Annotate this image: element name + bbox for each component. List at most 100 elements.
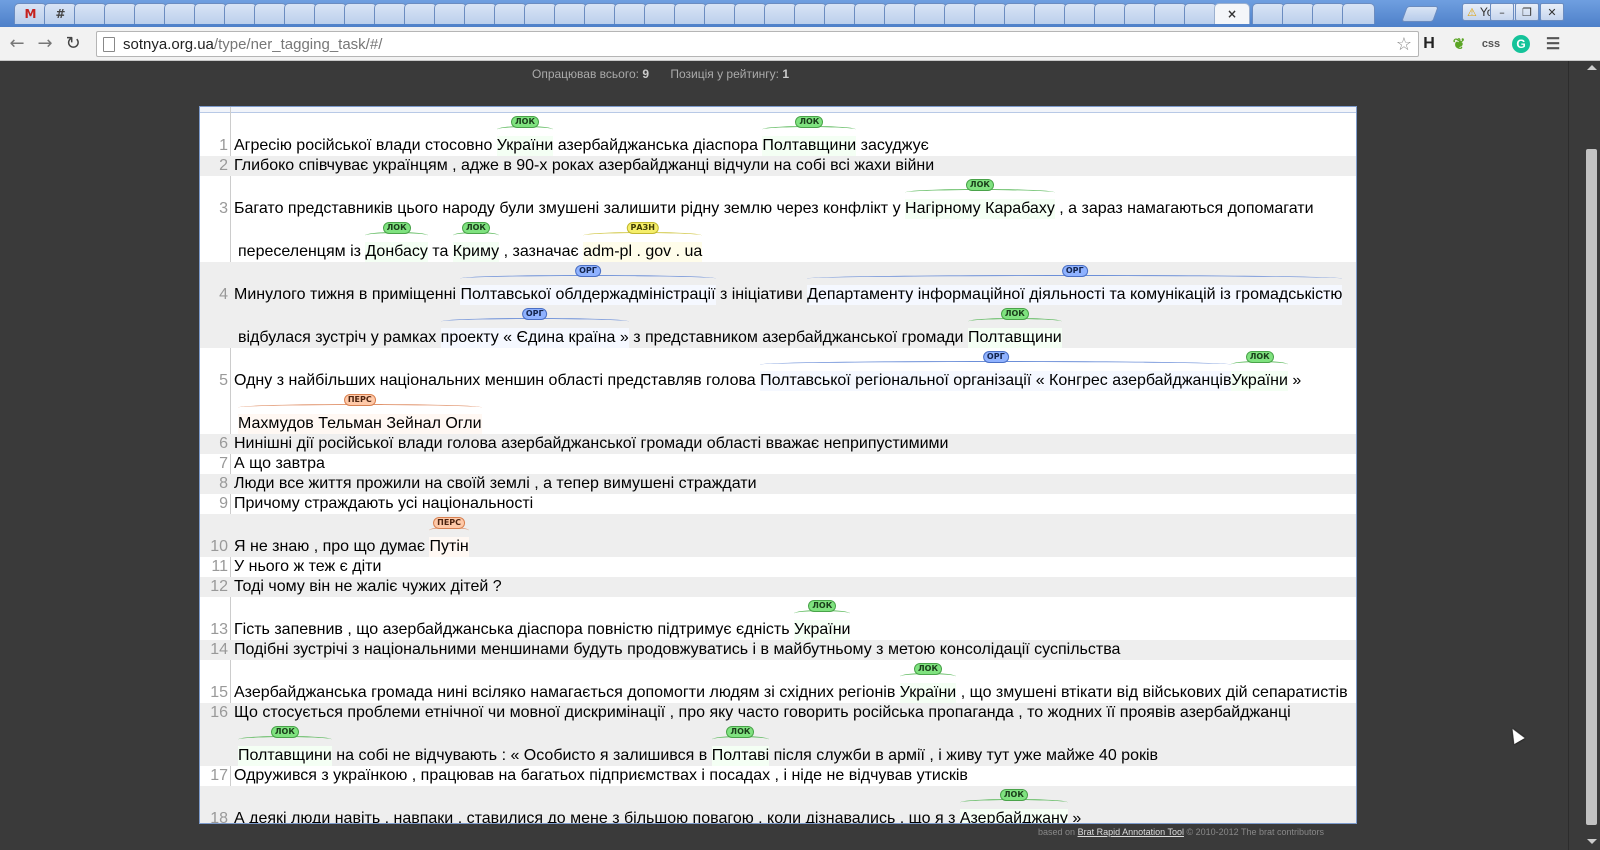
sentence-text[interactable]: Глибоко співчуває українцям , адже в 90-… <box>234 156 934 176</box>
browser-tab[interactable] <box>344 3 377 24</box>
entity-type-label[interactable]: ОРГ <box>982 351 1009 363</box>
sentence-text[interactable]: Одну з найбільших національних меншин об… <box>234 351 1301 391</box>
browser-tab[interactable] <box>704 3 737 24</box>
browser-tab[interactable] <box>1282 3 1315 24</box>
scroll-up-icon[interactable] <box>1587 65 1597 70</box>
entity-span[interactable]: ЛОК Полтавщини <box>967 308 1062 348</box>
close-window-button[interactable]: ✕ <box>1540 3 1564 21</box>
entity-type-label[interactable]: ОРГ <box>575 265 601 277</box>
entity-text[interactable]: проекту « Єдина країна » <box>440 329 629 346</box>
browser-tab[interactable] <box>224 3 257 24</box>
entity-text[interactable]: Нагірному Карабаху <box>905 200 1055 217</box>
entity-text[interactable]: adm-pl . gov . ua <box>583 243 703 260</box>
entity-text[interactable]: Полтаві <box>711 747 770 764</box>
browser-tab[interactable] <box>524 3 557 24</box>
browser-tab[interactable] <box>644 3 677 24</box>
browser-tab[interactable] <box>914 3 947 24</box>
sentence-text[interactable]: Люди все життя прожили на своїй землі , … <box>234 474 757 494</box>
entity-span[interactable]: ЛОК Полтаві <box>711 726 770 766</box>
sentence-text[interactable]: А що завтра <box>234 454 325 474</box>
entity-text[interactable]: України <box>899 684 957 701</box>
close-tab-icon[interactable]: × <box>1226 7 1238 21</box>
browser-tab[interactable] <box>824 3 857 24</box>
browser-tab[interactable] <box>764 3 797 24</box>
entity-type-label[interactable]: ЛОК <box>965 179 994 191</box>
sentence-text[interactable]: Причому страждають усі національності <box>234 494 533 514</box>
entity-text[interactable]: Путін <box>429 538 469 555</box>
sentence-text[interactable]: Подібні зустрічі з національними меншина… <box>234 640 1120 660</box>
browser-tab[interactable] <box>284 3 317 24</box>
bookmark-star-icon[interactable]: ☆ <box>1395 34 1412 54</box>
browser-tab[interactable] <box>434 3 467 24</box>
entity-type-label[interactable]: ЛОК <box>1000 308 1029 320</box>
entity-span[interactable]: ОРГ проекту « Єдина країна » <box>440 308 629 348</box>
entity-text[interactable]: Махмудов Тельман Зейнал Огли <box>238 415 482 432</box>
sentence-text[interactable]: А деякі люди навіть , навпаки , ставилис… <box>234 789 1081 823</box>
entity-type-label[interactable]: ЛОК <box>461 222 490 234</box>
entity-text[interactable]: Полтавщини <box>967 329 1062 346</box>
restore-button[interactable]: ❐ <box>1515 3 1539 21</box>
sentence-text[interactable]: Гість запевнив , що азербайджанська діас… <box>234 600 851 640</box>
scroll-down-icon[interactable] <box>1587 839 1597 844</box>
browser-tab[interactable] <box>1064 3 1097 24</box>
minimize-button[interactable]: – <box>1490 3 1514 21</box>
new-tab-button[interactable] <box>1401 6 1439 22</box>
browser-tab[interactable] <box>554 3 587 24</box>
entity-type-label[interactable]: ЛОК <box>270 726 299 738</box>
browser-tab[interactable] <box>254 3 287 24</box>
browser-tab[interactable] <box>1184 3 1217 24</box>
entity-type-label[interactable]: ОРГ <box>521 308 548 320</box>
entity-text[interactable]: України <box>1231 372 1288 389</box>
page-scrollbar[interactable] <box>1568 61 1600 850</box>
scrollbar-thumb[interactable] <box>1586 149 1597 825</box>
entity-text[interactable]: Полтавської облдержадміністрації <box>460 286 716 303</box>
browser-tab[interactable] <box>884 3 917 24</box>
browser-tab[interactable] <box>1034 3 1067 24</box>
browser-tab[interactable] <box>164 3 197 24</box>
browser-tab[interactable] <box>374 3 407 24</box>
entity-span[interactable]: ЛОК Нагірному Карабаху <box>905 179 1055 219</box>
entity-text[interactable]: Криму <box>452 243 500 260</box>
browser-tab[interactable] <box>464 3 497 24</box>
sentence-text[interactable]: Багато представників цього народу були з… <box>234 179 1314 219</box>
evernote-extension-icon[interactable]: ❦ <box>1452 36 1466 53</box>
entity-type-label[interactable]: ЛОК <box>999 789 1028 801</box>
sentence-text[interactable]: Нинішні дії російської влади голова азер… <box>234 434 948 454</box>
browser-tab[interactable] <box>104 3 137 24</box>
entity-span[interactable]: ОРГ Полтавської облдержадміністрації <box>460 265 716 305</box>
sentence-text[interactable]: У нього ж теж є діти <box>234 557 381 577</box>
entity-type-label[interactable]: ЛОК <box>726 726 755 738</box>
entity-text[interactable]: Донбасу <box>365 243 428 260</box>
entity-type-label[interactable]: ЛОК <box>511 116 540 128</box>
browser-tab[interactable] <box>194 3 227 24</box>
browser-tab[interactable] <box>584 3 617 24</box>
entity-type-label[interactable]: РАЗН <box>626 222 659 234</box>
browser-tab[interactable] <box>314 3 347 24</box>
brat-link[interactable]: Brat Rapid Annotation Tool <box>1077 827 1184 837</box>
browser-tab[interactable] <box>944 3 977 24</box>
